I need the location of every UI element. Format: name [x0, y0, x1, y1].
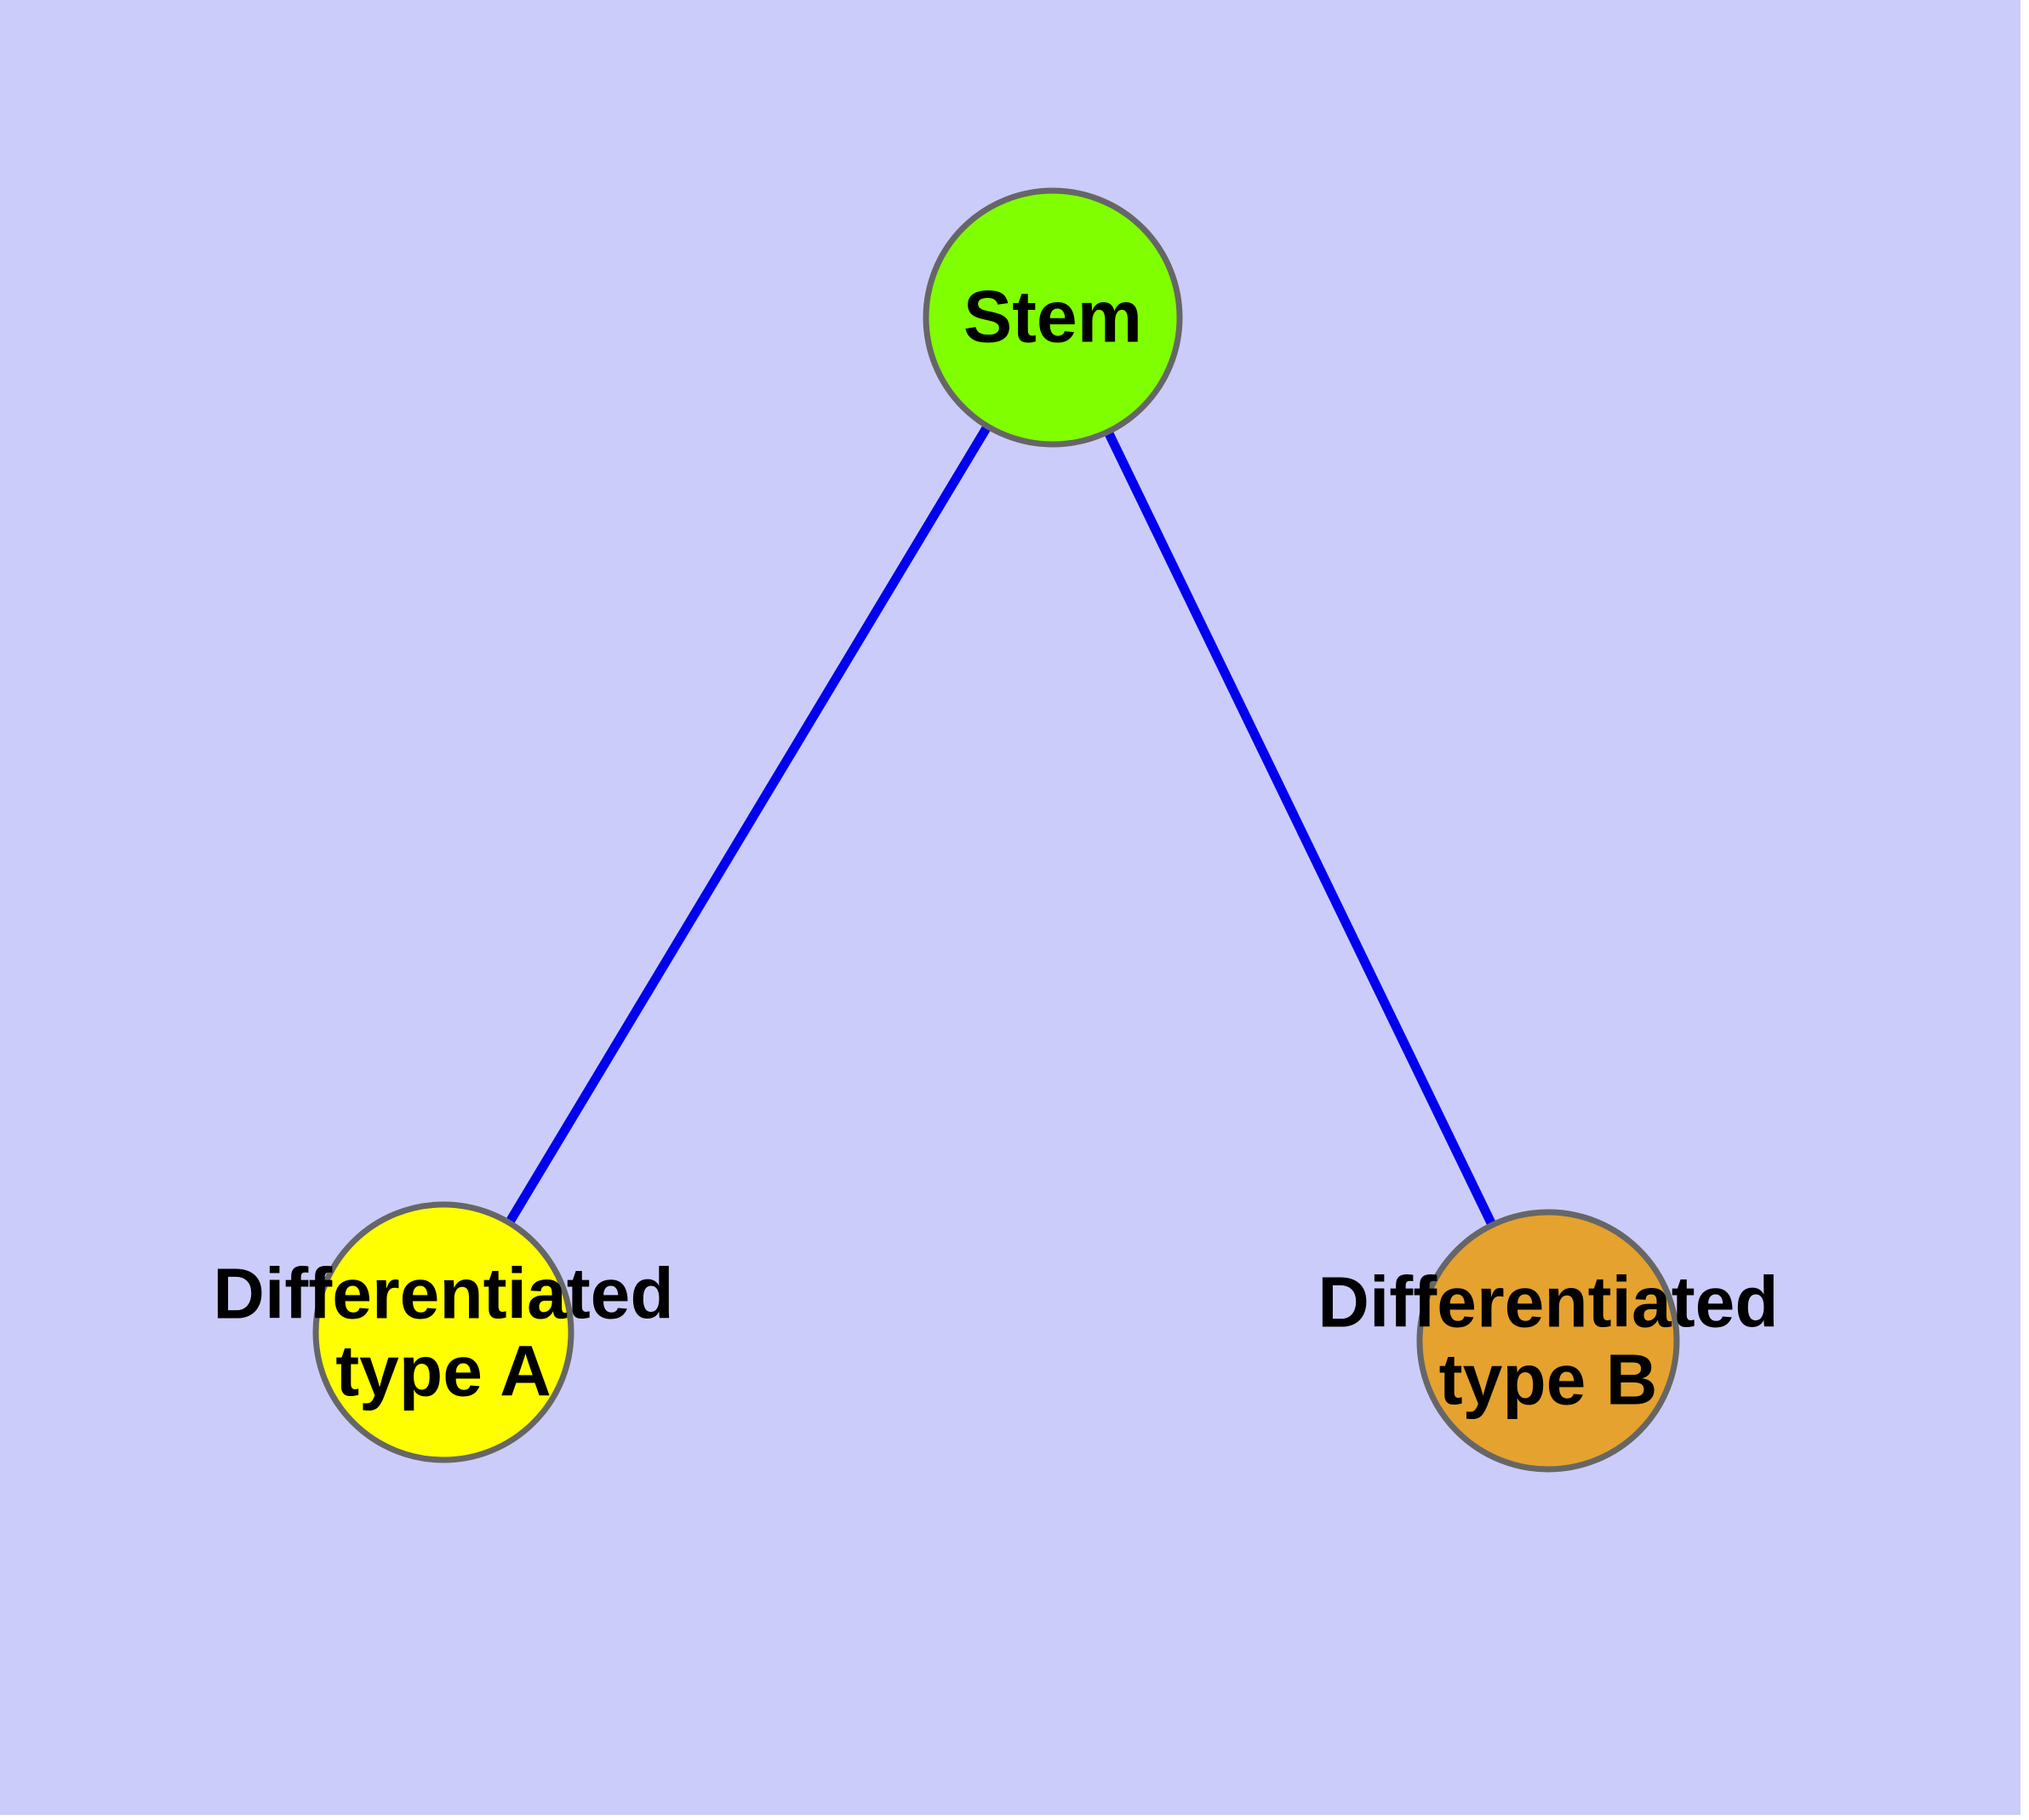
edge-layer [439, 315, 1552, 1343]
node-stem[interactable] [923, 187, 1183, 448]
node-differentiated-type-a[interactable] [312, 1201, 574, 1463]
node-layer [312, 187, 1680, 1473]
node-differentiated-type-b[interactable] [1416, 1209, 1680, 1473]
edge-stem-to-differentiated-type-b [1049, 315, 1552, 1343]
edge-stem-to-differentiated-type-a [439, 315, 1057, 1335]
